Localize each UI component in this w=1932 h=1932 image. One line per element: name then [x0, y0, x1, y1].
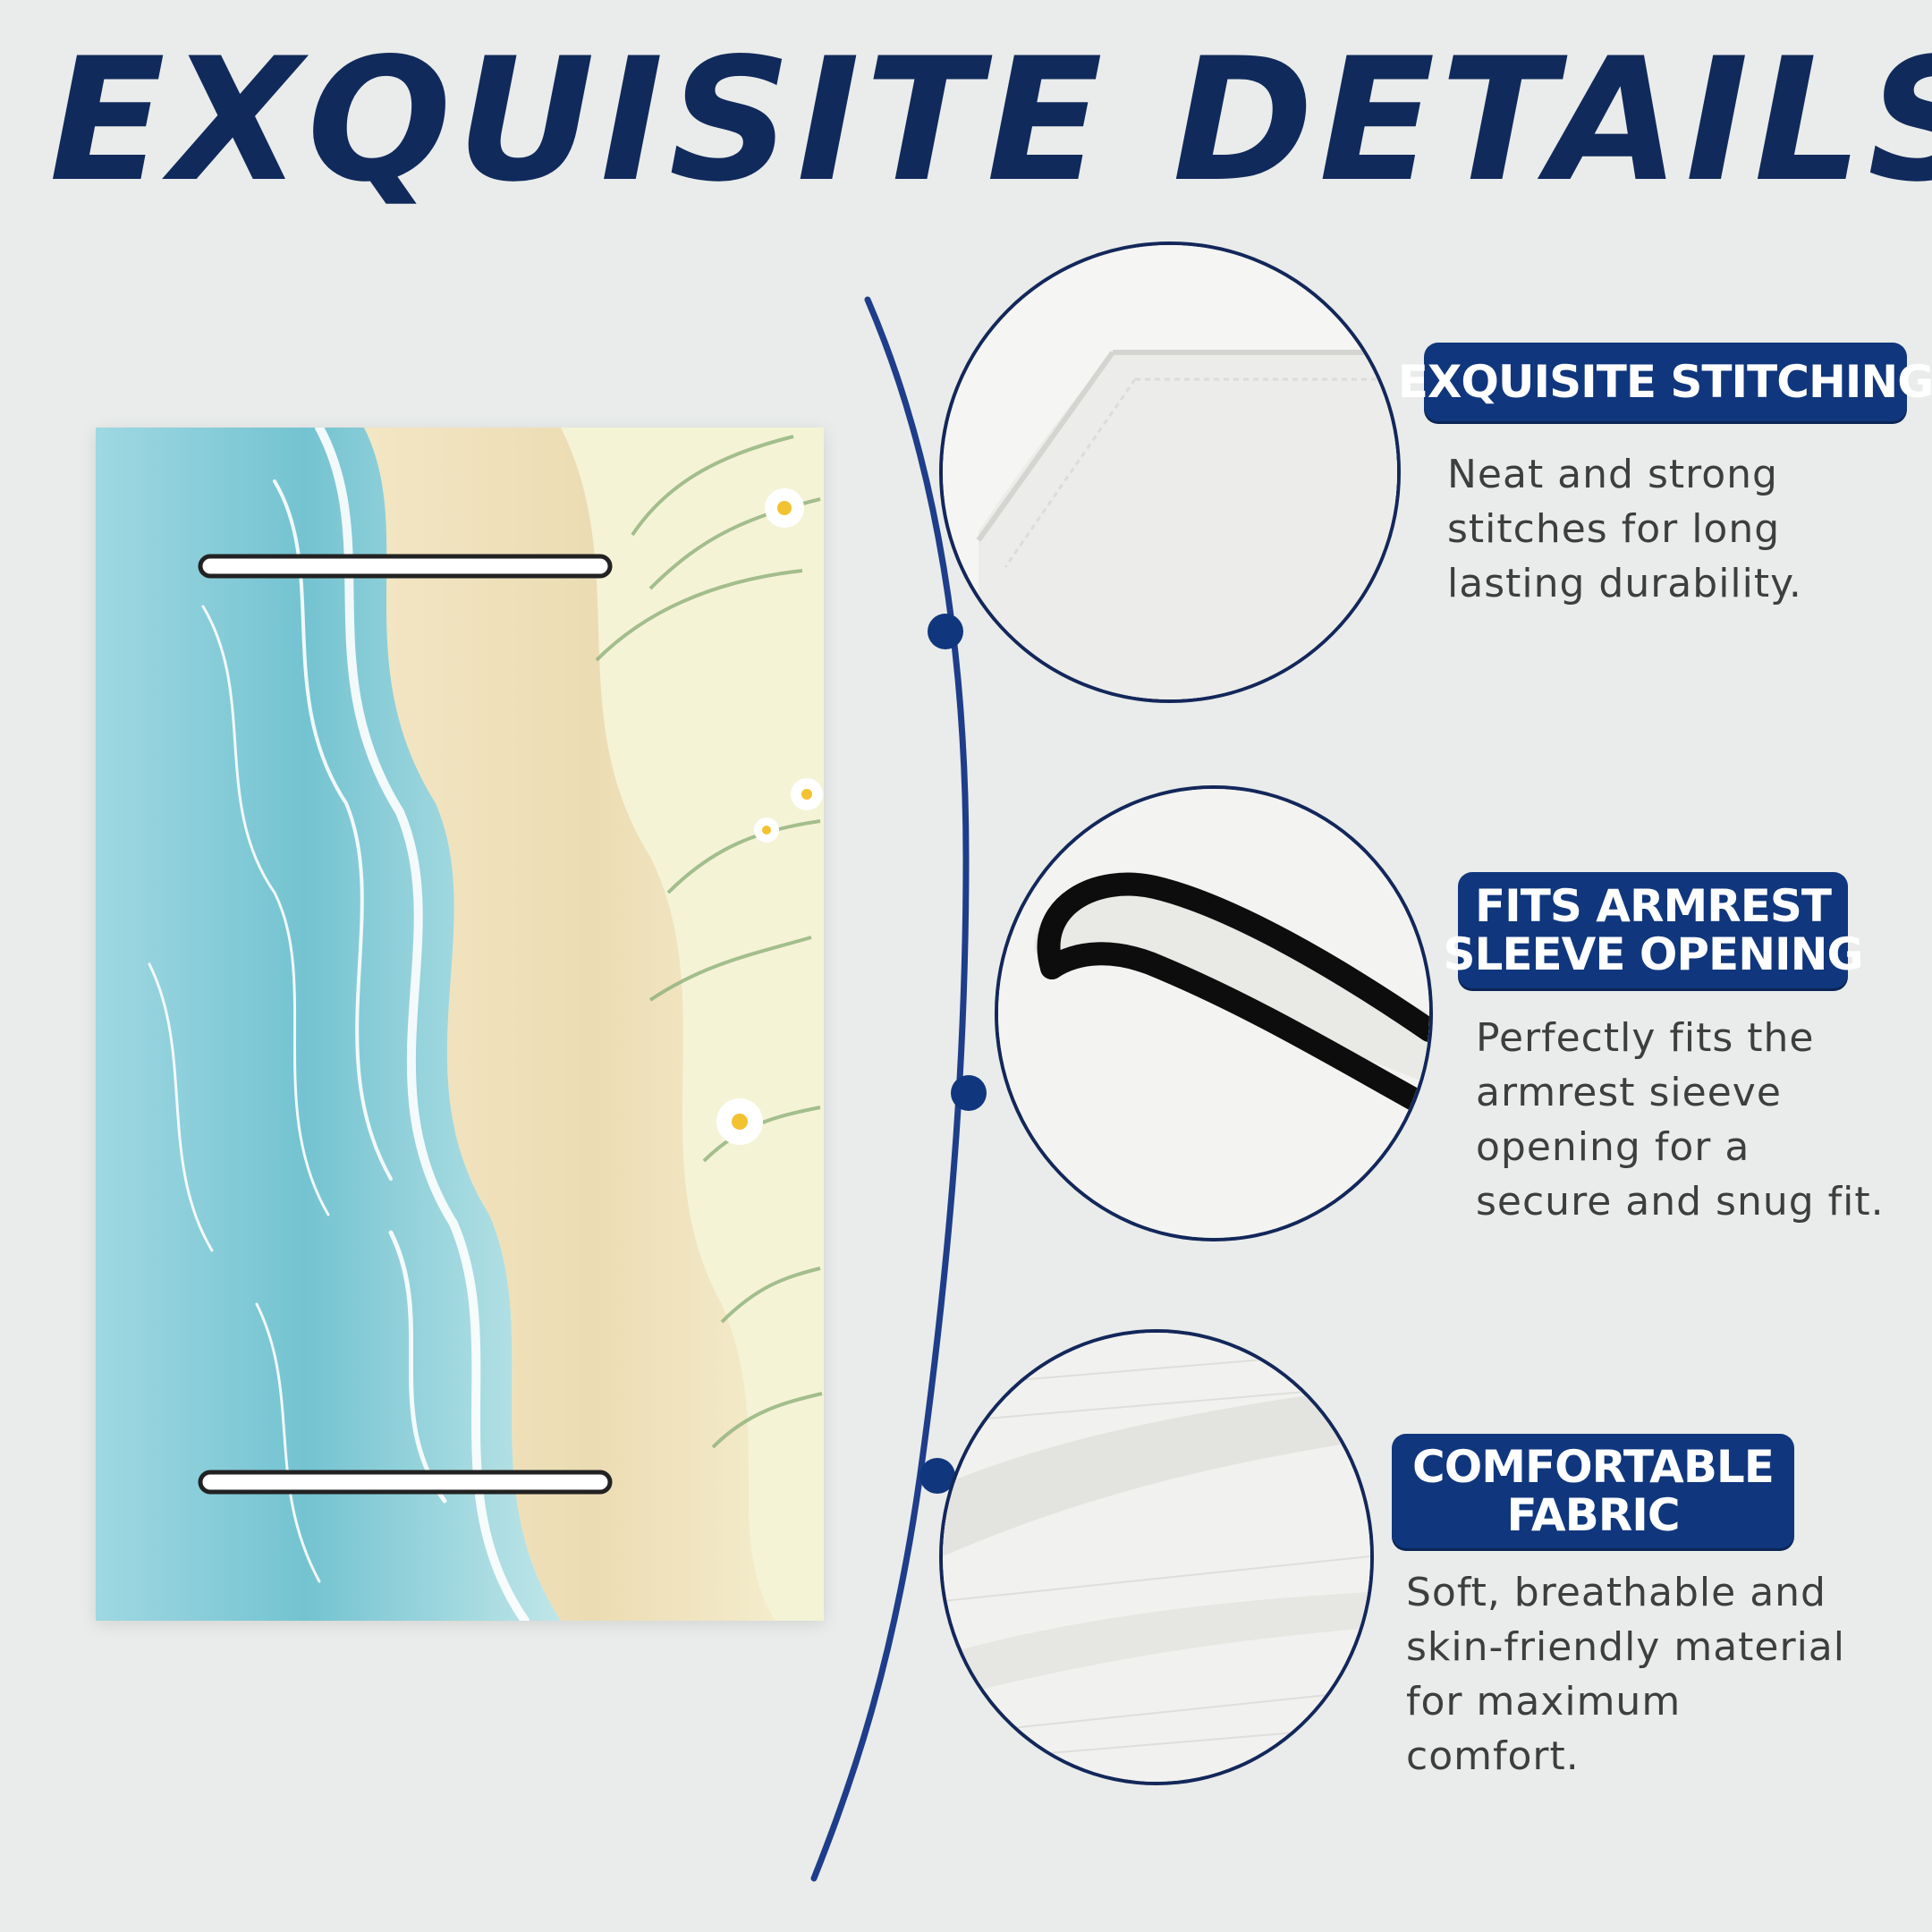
feature-badge-stitching: EXQUISITE STITCHING — [1398, 343, 1932, 421]
feature-badge-line: SLEEVE OPENING — [1443, 928, 1863, 980]
detail-image-stitching — [939, 242, 1401, 703]
detail-image-fabric — [939, 1329, 1374, 1785]
feature-description-line: lasting durability. — [1447, 561, 1802, 606]
fabric-texture-closeup-image — [943, 1333, 1370, 1782]
product-image — [96, 428, 824, 1621]
connector-dot-2 — [951, 1075, 987, 1111]
feature-description-line: comfort. — [1406, 1733, 1580, 1779]
feature-description-line: stitches for long — [1447, 506, 1781, 552]
feature-description-fabric: Soft, breathable and skin-friendly mater… — [1406, 1565, 1845, 1784]
feature-description-line: secure and snug fit. — [1476, 1179, 1885, 1224]
feature-description-line: for maximum — [1406, 1679, 1682, 1724]
feature-description-line: Perfectly fits the — [1476, 1015, 1815, 1061]
feature-description-line: Soft, breathable and — [1406, 1570, 1826, 1615]
feature-description-line: armrest sieeve — [1476, 1070, 1782, 1115]
feature-badge-sleeve-opening: FITS ARMREST SLEEVE OPENING — [1443, 872, 1864, 988]
feature-description-line: skin-friendly material — [1406, 1624, 1845, 1670]
feature-description-stitching: Neat and strong stitches for long lastin… — [1447, 447, 1802, 611]
feature-description-line: Neat and strong — [1447, 452, 1778, 497]
feature-badge-line: COMFORTABLE — [1412, 1441, 1775, 1493]
beach-watercolor-armrest-cover-image — [96, 428, 824, 1621]
page-title: EXQUISITE DETAILS — [49, 21, 1932, 219]
feature-badge-line: FITS ARMREST — [1474, 880, 1832, 932]
stitched-hem-closeup-image — [943, 245, 1397, 699]
feature-badge-fabric: COMFORTABLE FABRIC — [1392, 1434, 1794, 1548]
feature-description-sleeve-opening: Perfectly fits the armrest sieeve openin… — [1476, 1011, 1885, 1229]
connector-dot-1 — [928, 614, 963, 649]
feature-badge-line: EXQUISITE STITCHING — [1397, 356, 1932, 408]
detail-image-sleeve-opening — [995, 785, 1433, 1241]
connector-dot-3 — [919, 1458, 955, 1494]
elastic-sleeve-opening-closeup-image — [998, 789, 1429, 1238]
feature-badge-line: FABRIC — [1506, 1489, 1680, 1541]
feature-description-line: opening for a — [1476, 1124, 1750, 1170]
